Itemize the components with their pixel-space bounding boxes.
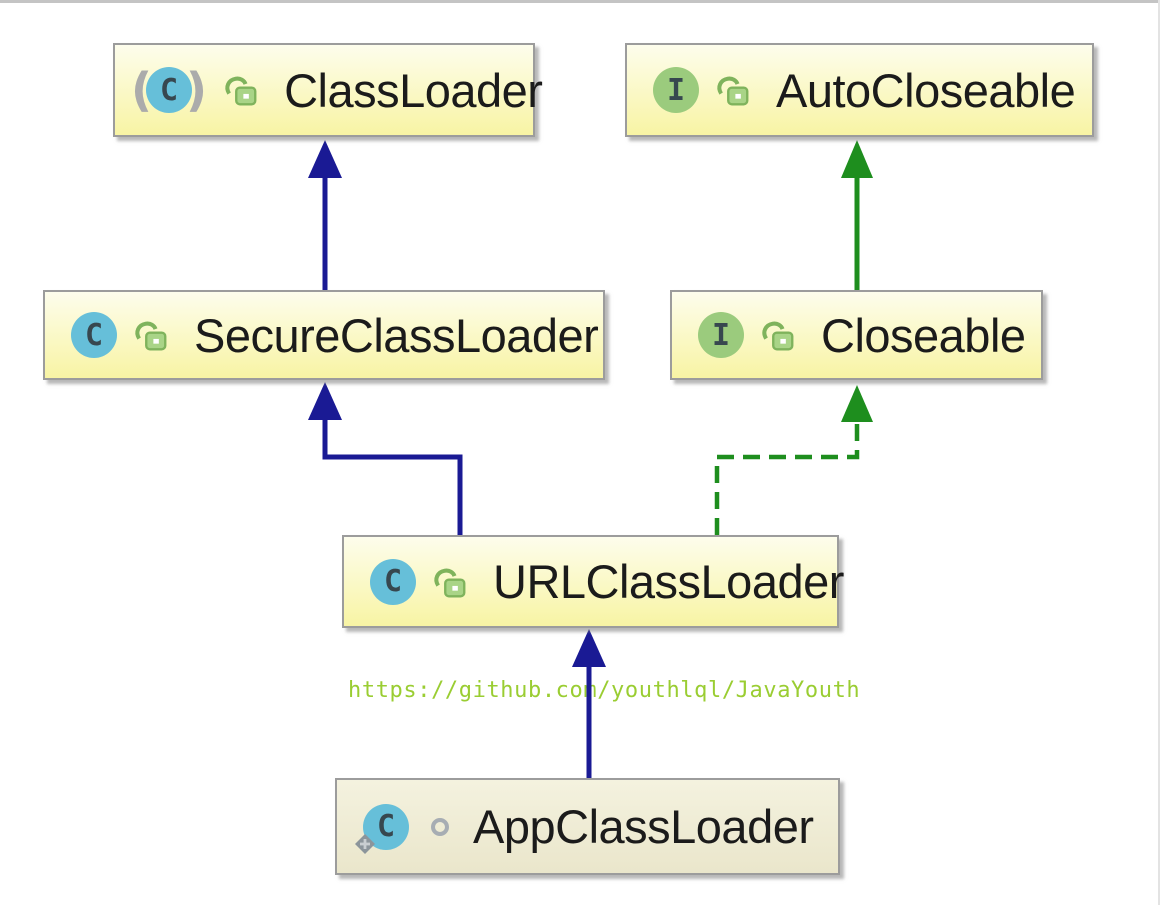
node-label: URLClassLoader [493,555,844,608]
interface-icon-letter: I [666,72,686,108]
node-label: AutoCloseable [776,63,1076,117]
arrowhead [841,140,873,178]
class-node-classloader[interactable]: ( C ) ClassLoader [113,43,543,137]
library-paren-right: ) [186,63,208,117]
class-icon: C [71,312,117,358]
node-label: Closeable [821,308,1026,362]
package-private-ring-icon [431,817,449,836]
edge-secureclassloader-extends-classloader [308,140,342,290]
node-label: ClassLoader [284,63,543,117]
interface-node-autocloseable[interactable]: I AutoCloseable [625,43,1094,137]
interface-node-closeable[interactable]: I Closeable [670,290,1043,380]
right-edge-line [1158,0,1160,905]
class-node-appclassloader[interactable]: C AppClassLoader [335,778,840,875]
interface-icon-letter: I [711,317,731,353]
class-icon: C [146,67,193,113]
edge-urlclassloader-implements-closeable [714,385,873,535]
library-paren-left: ( [131,63,153,117]
interface-icon: I [698,312,744,358]
class-icon: C [355,803,409,854]
public-open-lock-icon [135,321,167,351]
arrowhead [572,629,606,667]
public-open-lock-icon [762,321,794,351]
public-open-lock-icon [717,76,749,106]
edge-appclassloader-extends-urlclassloader [572,629,606,778]
public-open-lock-icon [225,76,257,106]
class-icon-letter: C [84,317,104,353]
class-icon-letter: C [383,564,403,599]
arrowhead [308,382,342,420]
class-node-secureclassloader[interactable]: C SecureClassLoader [43,290,605,380]
watermark-url: https://github.com/youthlql/JavaYouth [348,678,861,703]
edge-closeable-extends-autocloseable [841,140,873,290]
public-open-lock-icon [434,568,466,597]
top-divider-line [0,0,1160,3]
class-node-urlclassloader[interactable]: C URLClassLoader [342,535,844,628]
interface-icon: I [653,67,699,113]
edge-urlclassloader-extends-secureclassloader [308,382,463,535]
node-label: AppClassLoader [473,800,814,853]
static-diamond-badge-icon [355,833,375,854]
arrowhead [841,385,873,422]
node-label: SecureClassLoader [194,308,599,362]
arrowhead [308,140,342,178]
class-icon-letter: C [376,809,396,844]
class-icon-letter: C [160,72,179,108]
class-icon: C [370,558,416,605]
